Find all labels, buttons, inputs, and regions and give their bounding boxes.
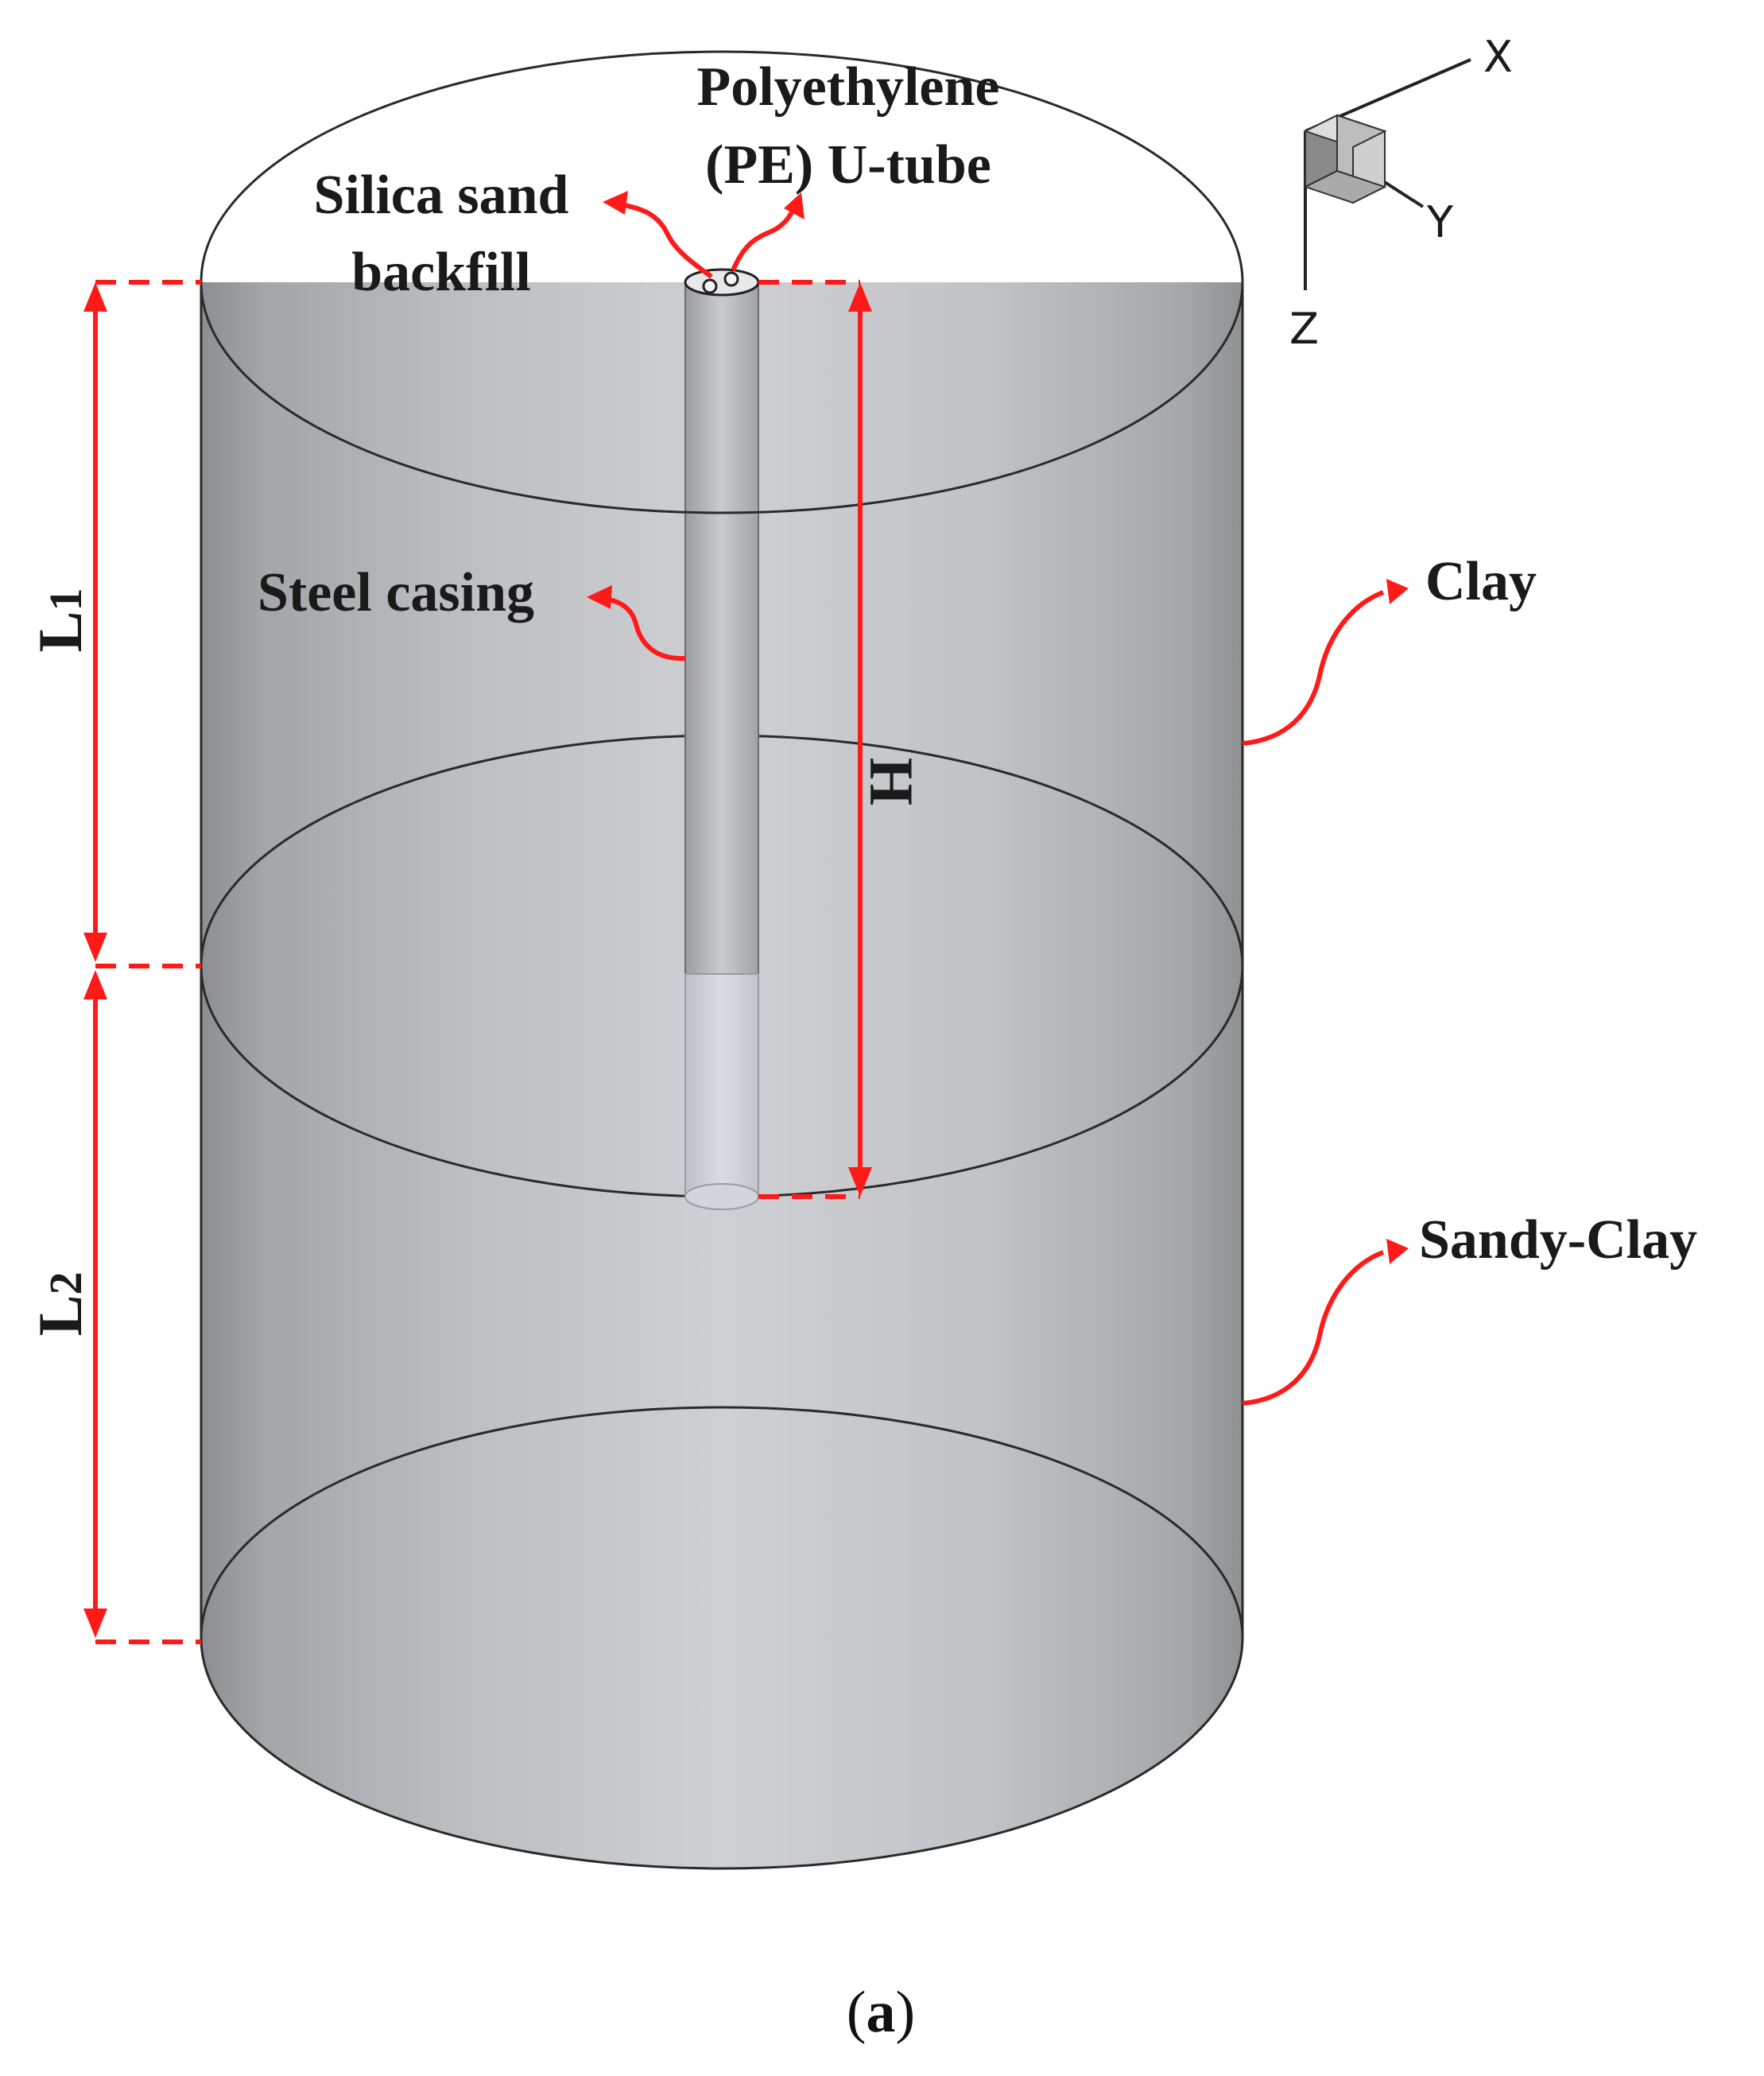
axis-x-label: X: [1483, 32, 1513, 82]
leader-pe: [731, 192, 804, 272]
l1-label: L1: [25, 588, 95, 652]
leader-steel: [587, 585, 686, 662]
figure-caption: (a): [847, 1980, 915, 2045]
pe-utube-label-line1: Polyethylene: [696, 56, 999, 118]
axis-cube-icon: [1303, 114, 1387, 204]
leader-silica: [603, 191, 713, 279]
sandy-clay-label: Sandy-Clay: [1419, 1209, 1697, 1271]
pe-utube-label-line2: (PE) U-tube: [705, 134, 991, 196]
silica-sand-label-line2: backfill: [351, 242, 531, 303]
leader-sandy-clay: [1242, 1239, 1409, 1406]
clay-label: Clay: [1425, 551, 1537, 612]
dimension-h: H: [758, 280, 926, 1199]
borehole-tube: [684, 281, 759, 1210]
u-tube-inlet-icon: [702, 278, 718, 294]
l2-label: L2: [25, 1271, 95, 1336]
steel-casing-label: Steel casing: [258, 562, 534, 623]
steel-casing-section: [684, 281, 759, 975]
silica-sand-label-line1: Silica sand: [314, 165, 569, 226]
leader-clay: [1242, 579, 1409, 746]
axis-triad: X Y Z: [1289, 32, 1513, 354]
dimension-l1: L1: [25, 280, 201, 962]
lower-borehole-section: [684, 973, 759, 1197]
axis-z-label: Z: [1289, 304, 1319, 354]
h-label: H: [857, 758, 926, 806]
axis-y-label: Y: [1426, 197, 1454, 247]
borehole-top: [684, 268, 760, 297]
dimension-l2: L2: [25, 964, 201, 1644]
u-tube-outlet-icon: [723, 271, 739, 287]
